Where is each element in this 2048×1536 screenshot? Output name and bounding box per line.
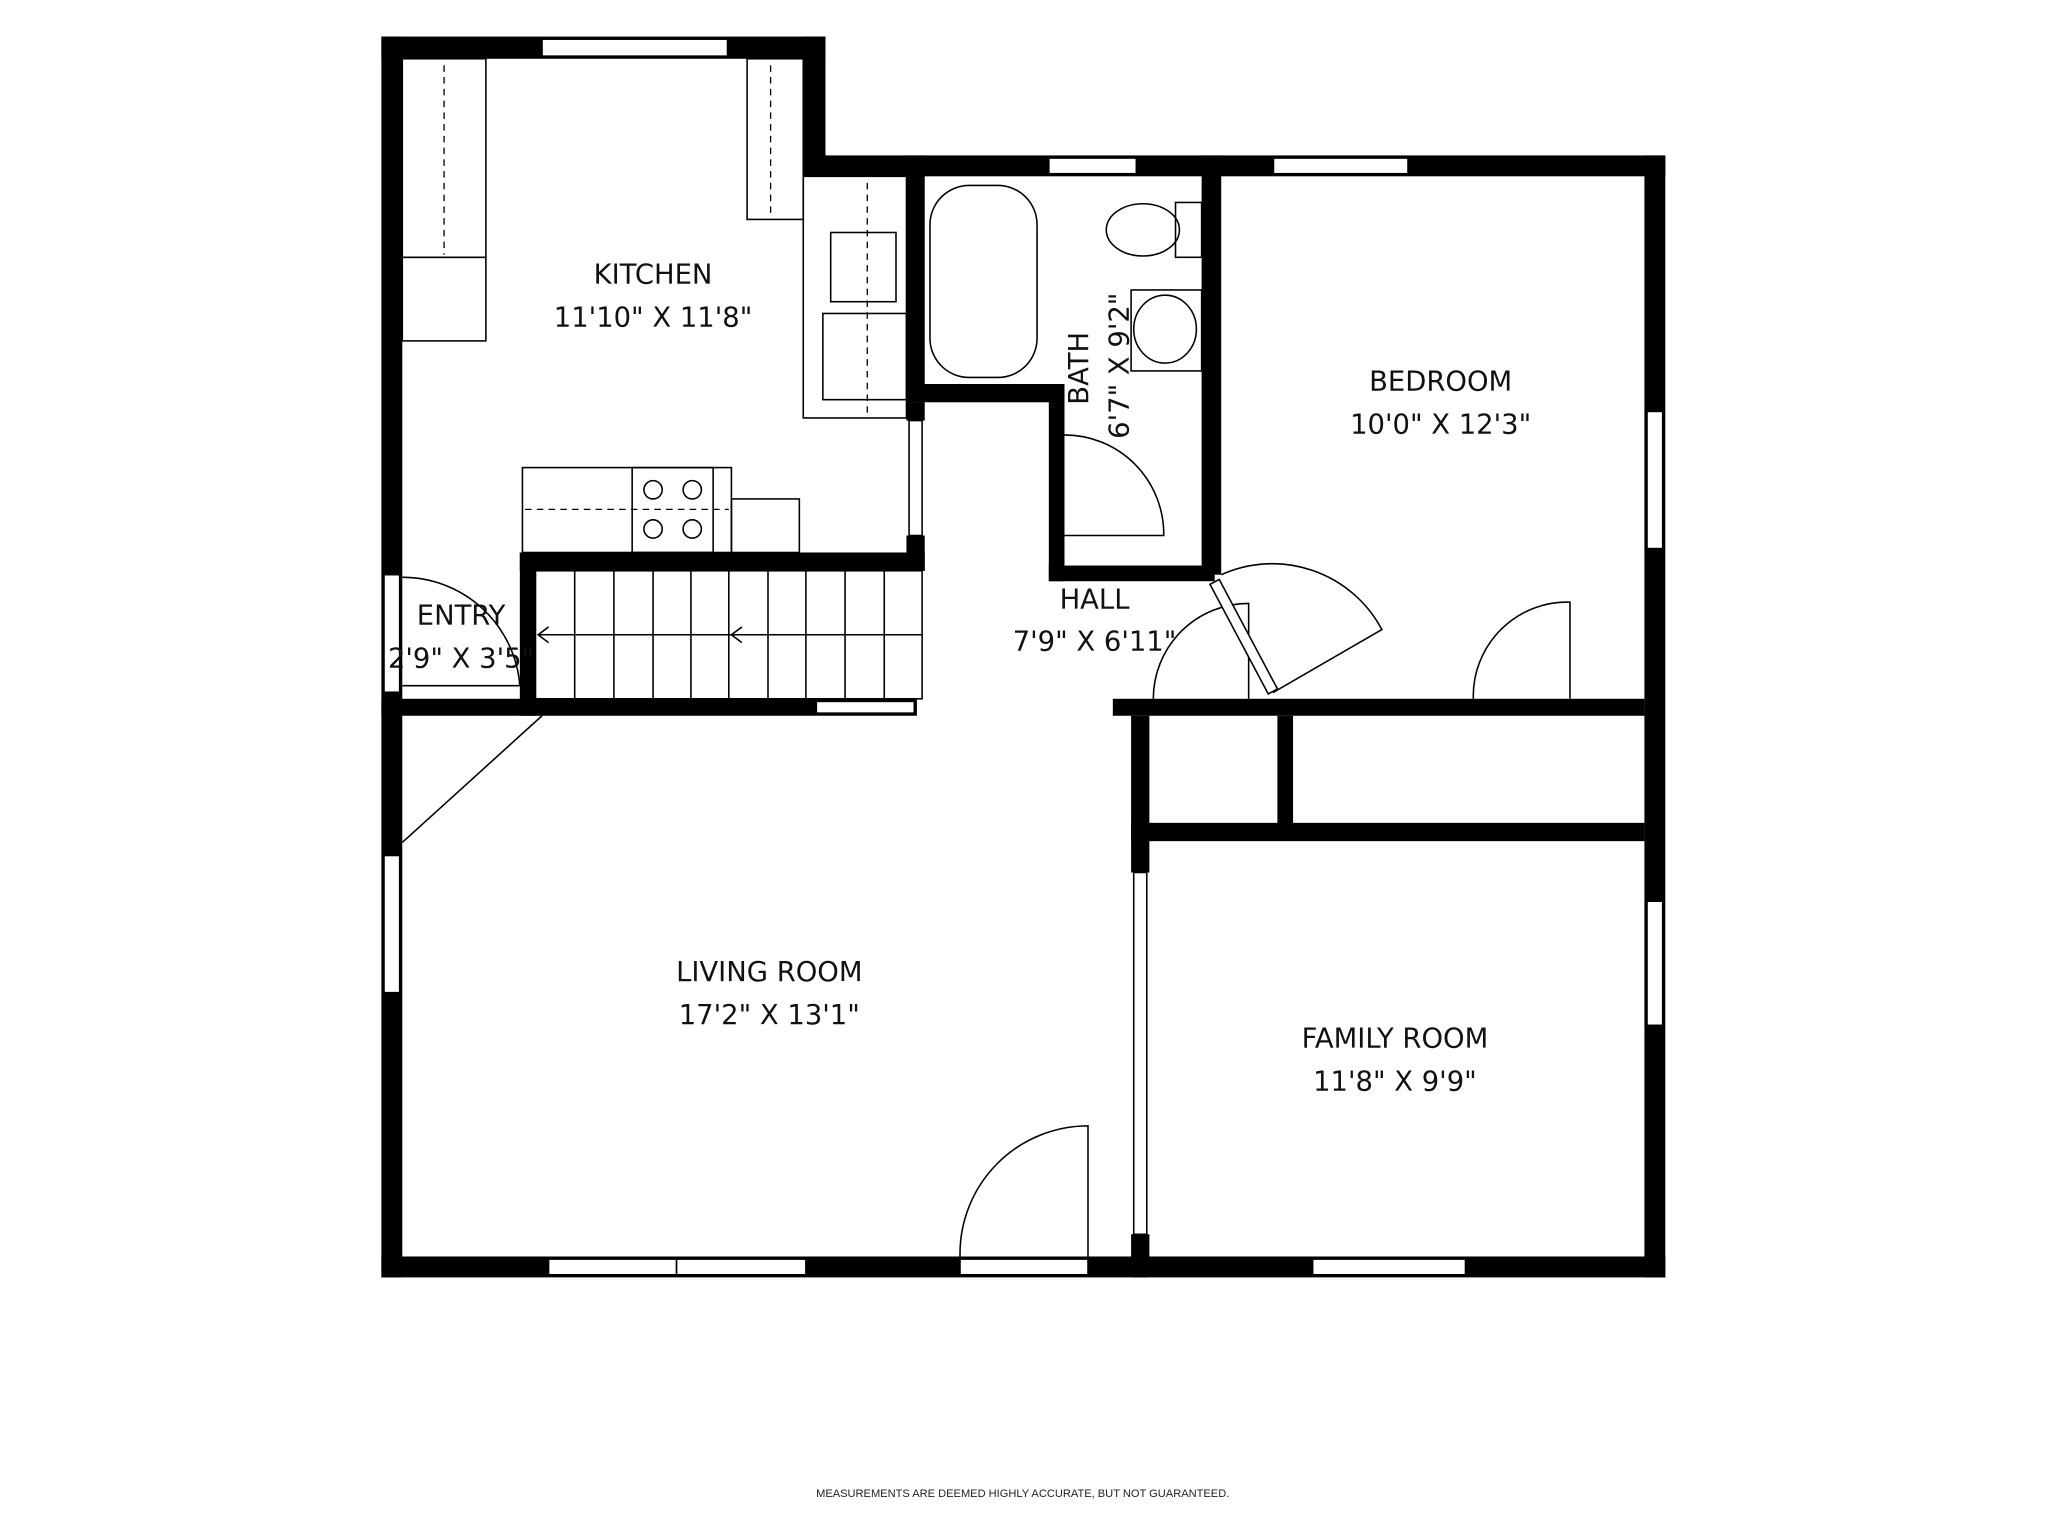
room-name-entry: ENTRY: [417, 600, 506, 631]
stairs: [534, 569, 923, 700]
fixtures: [401, 57, 1203, 700]
room-name-family-room: FAMILY ROOM: [1302, 1024, 1489, 1055]
room-name-hall: HALL: [1060, 585, 1131, 616]
room-name-bath: BATH: [1064, 332, 1095, 405]
room-dims-kitchen: 11'10" X 11'8": [554, 303, 753, 334]
room-name-living-room: LIVING ROOM: [676, 957, 862, 988]
windows: [383, 38, 1664, 1276]
room-dims-entry: 2'9" X 3'5": [388, 643, 534, 674]
room-dims-family-room: 11'8" X 9'9": [1313, 1067, 1477, 1098]
room-dims-hall: 7'9" X 6'11": [1013, 626, 1177, 657]
disclaimer: MEASUREMENTS ARE DEEMED HIGHLY ACCURATE,…: [816, 1488, 1229, 1500]
room-dims-living-room: 17'2" X 13'1": [679, 1000, 860, 1031]
walls: [381, 36, 1666, 1278]
doors: [401, 434, 1571, 1257]
room-dims-bedroom: 10'0" X 12'3": [1350, 410, 1531, 441]
room-name-bedroom: BEDROOM: [1369, 367, 1512, 398]
room-dims-bath: 6'7" X 9'2": [1104, 293, 1135, 439]
room-name-kitchen: KITCHEN: [594, 259, 713, 290]
